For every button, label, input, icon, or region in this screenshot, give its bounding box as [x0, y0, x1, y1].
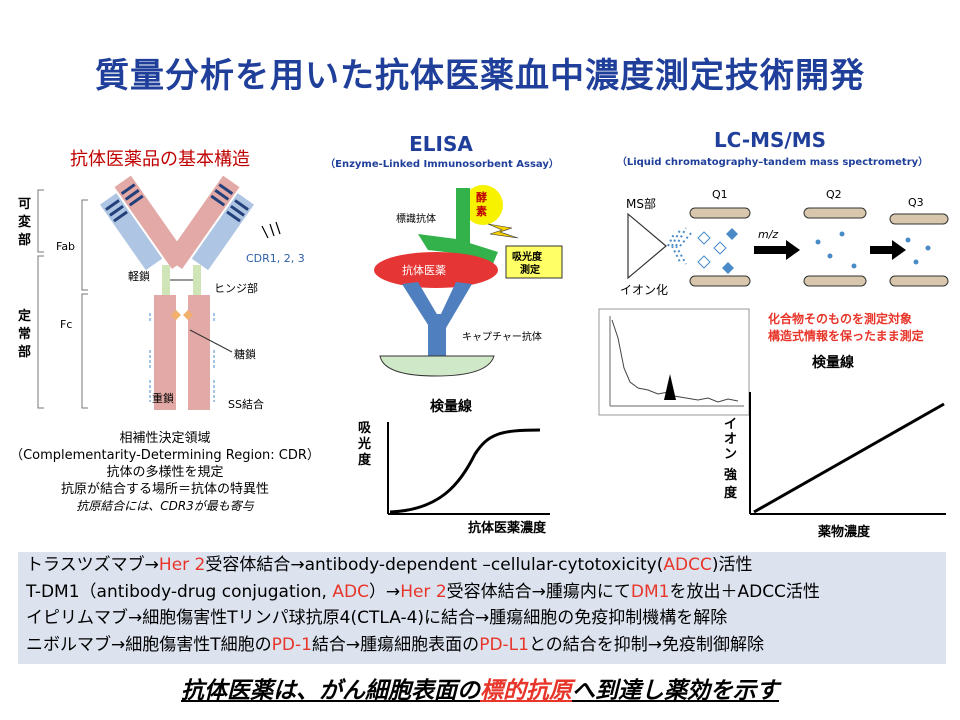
elisa-y-label-2: 光: [357, 436, 371, 452]
left-fab-arm: [99, 175, 189, 271]
absorbance-label-2: 測定: [520, 263, 540, 276]
ms-part-label: MS部: [626, 196, 656, 211]
elisa-subheading: （Enzyme-Linked Immunosorbent Assay）: [325, 159, 559, 170]
antibody-desc-5: 抗原結合には、CDR3が最も寄与: [76, 499, 254, 513]
right-heavy-chain-arm: [165, 175, 240, 270]
elisa-heading: ELISA: [409, 132, 473, 156]
lcms-note-1: 化合物そのものを測定対象: [768, 312, 913, 326]
info-line-nivolumab: ニボルマブ→細胞傷害性T細胞のPD-1結合→腫瘍細胞表面のPD-L1との結合を抑…: [26, 634, 765, 655]
lcms-y-label-1: イ: [724, 417, 737, 432]
lcms-y-label-3: ン: [724, 447, 737, 462]
page-title: 質量分析を用いた抗体医薬血中濃度測定技術開発: [95, 56, 865, 96]
heavy-chain-label: 重鎖: [152, 391, 174, 405]
bracket-variable: [37, 189, 44, 253]
side-label-fc-2: 常: [18, 326, 31, 342]
sugar-label: 糖鎖: [234, 347, 256, 361]
enzyme-icon: [463, 185, 503, 225]
hinge-right: [193, 265, 201, 295]
enzyme-label-2: 素: [476, 204, 487, 218]
q3-label: Q3: [908, 196, 924, 209]
conclusion: 抗体医薬は、がん細胞表面の標的抗原へ到達し薬効を示す: [181, 678, 779, 704]
elisa-curve-title: 検量線: [430, 399, 472, 415]
q1-label: Q1: [712, 188, 728, 201]
bracket-fc: [81, 293, 88, 409]
ss-bond-label: SS結合: [228, 397, 264, 411]
right-fab-arm: [165, 175, 255, 271]
bracket-fab: [81, 199, 88, 291]
lcms-heading: LC-MS/MS: [713, 128, 827, 152]
antibody-drug-icon: [374, 252, 498, 288]
mz-label: m/z: [758, 228, 778, 241]
q2-rod-top: [803, 207, 867, 219]
lcms-y-label-4: 強: [724, 467, 737, 483]
info-line-tdm1: T-DM1（antibody-drug conjugation, ADC）→He…: [26, 581, 820, 602]
antibody-structure-diagram: 可 変 部 定 常 部 Fab Fc 軽鎖 ヒンジ部 糖鎖: [17, 175, 305, 411]
elisa-sigmoid-curve: [389, 428, 541, 514]
q1-rod-top: [689, 207, 751, 219]
chromatogram-peak: [664, 374, 676, 400]
capture-antibody-icon: [402, 282, 472, 358]
side-label-fab-2: 変: [18, 214, 31, 230]
sugar-right: [183, 310, 193, 320]
elisa-y-label-3: 度: [358, 452, 372, 468]
absorbance-box: [505, 245, 563, 279]
bracket-constant: [37, 255, 44, 409]
arrow-q2-q3: [870, 240, 906, 260]
elisa-y-label-1: 吸: [358, 421, 372, 436]
info-line-ipilimumab: イピリムマブ→細胞傷害性Tリンパ球抗原4(CTLA-4)に結合→腫瘍細胞の免疫抑…: [26, 608, 728, 628]
elisa-diagram: 酵 素 標識抗体 吸光度 測定 抗体医薬 キャプチャー抗体: [374, 185, 563, 377]
side-label-fab-3: 部: [18, 232, 31, 248]
arrow-q1-q2: [754, 240, 800, 260]
elisa-calibration-curve: 吸 光 度 抗体医薬濃度: [357, 421, 550, 536]
lcms-x-label: 薬物濃度: [817, 524, 871, 540]
q3-rod-top: [889, 213, 949, 225]
lightning-icon: [487, 223, 519, 239]
capture-antibody-label: キャプチャー抗体: [462, 330, 542, 343]
antibody-desc-2: （Complementarity-Determining Region: CDR…: [10, 448, 320, 463]
chromatogram-inset: [598, 308, 750, 416]
absorbance-label-1: 吸光度: [512, 250, 543, 263]
lcms-linear-curve: [753, 402, 945, 514]
antibody-desc-4: 抗原が結合する場所＝抗体の特異性: [60, 482, 269, 497]
lcms-y-label-5: 度: [724, 485, 738, 501]
labeled-antibody-icon: [418, 188, 498, 266]
q2-label: Q2: [826, 188, 842, 201]
left-heavy-chain-arm: [114, 175, 189, 270]
q2-rod-bottom: [803, 275, 867, 287]
lcms-subheading: （Liquid chromatography–tandem mass spect…: [616, 157, 929, 168]
antibody-desc-3: 抗体の多様性を規定: [106, 465, 224, 480]
antibody-desc-1: 相補性決定領域: [119, 431, 211, 446]
drug-info-box: トラスツズマブ→Her 2受容体結合→antibody-dependent –c…: [18, 552, 946, 664]
lcms-calibration-curve: イ オ ン 強 度 薬物濃度: [724, 392, 946, 540]
right-heavy-chain-fc: [188, 295, 210, 410]
enzyme-label-1: 酵: [476, 190, 487, 204]
hinge-left: [162, 265, 170, 295]
lcms-diagram: MS部 イオン化 Q1 m/z Q2 Q3: [620, 188, 949, 297]
lcms-curve-title: 検量線: [812, 355, 854, 371]
side-label-fc-3: 部: [18, 344, 31, 360]
hinge-label: ヒンジ部: [214, 281, 258, 295]
elisa-x-label: 抗体医薬濃度: [468, 520, 547, 536]
info-line-trastuzumab: トラスツズマブ→Her 2受容体結合→antibody-dependent –c…: [26, 555, 753, 575]
ionization-cone-icon: [627, 212, 667, 280]
antibody-drug-label: 抗体医薬: [402, 263, 446, 277]
lcms-note-2: 構造式情報を保ったまま測定: [768, 329, 924, 343]
q3-rod-bottom: [889, 275, 949, 287]
plate-well-icon: [379, 355, 495, 377]
q1-rod-bottom: [689, 275, 751, 287]
side-label-fc-1: 定: [17, 308, 31, 324]
fab-label: Fab: [56, 240, 75, 253]
side-label-fab-1: 可: [18, 197, 31, 212]
antibody-heading: 抗体医薬品の基本構造: [70, 149, 250, 170]
labeled-antibody-label: 標識抗体: [396, 212, 436, 225]
sugar-left: [171, 310, 181, 320]
cdr-label: CDR1, 2, 3: [246, 252, 305, 265]
lcms-y-label-2: オ: [724, 432, 737, 447]
ionization-label: イオン化: [620, 283, 668, 297]
left-heavy-chain-fc: [154, 295, 176, 410]
light-chain-label: 軽鎖: [128, 269, 150, 283]
fc-label: Fc: [60, 318, 72, 331]
